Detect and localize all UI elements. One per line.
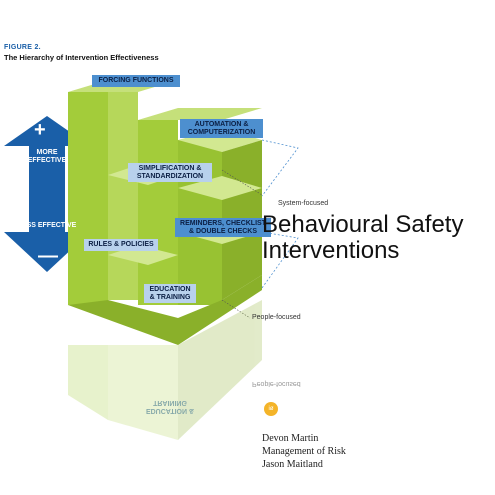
system-leader (221, 169, 263, 196)
publisher-badge: iø (264, 402, 278, 416)
reflection-people-label: People-focused (252, 380, 301, 387)
reflection-education-label: EDUCATION & TRAINING (145, 399, 195, 414)
box-education-training: EDUCATION & TRAINING (144, 284, 196, 303)
box-rules-policies: RULES & POLICIES (84, 239, 158, 251)
people-focused-label: People-focused (252, 314, 301, 321)
structure-step-2-top (138, 108, 262, 120)
guide-line-bottom (261, 231, 299, 289)
minus-sign: — (38, 245, 58, 267)
credits-block: Devon Martin Management of Risk Jason Ma… (262, 432, 346, 471)
box-automation: AUTOMATION & COMPUTERIZATION (180, 119, 263, 138)
credit-subtitle: Management of Risk (262, 446, 346, 457)
figure-title: The Hierarchy of Intervention Effectiven… (4, 53, 159, 62)
less-effective-label: LESS EFFECTIVE (17, 222, 77, 229)
structure-upper (108, 92, 138, 300)
structure-left-column (68, 92, 108, 305)
credit-author-2: Jason Maitland (262, 459, 323, 470)
more-effective-label: MORE EFFECTIVE (27, 149, 67, 164)
box-reminders: REMINDERS, CHECKLIST & DOUBLE CHECKS (175, 218, 271, 237)
system-focused-label: System-focused (278, 200, 329, 207)
structure-reflection (68, 300, 262, 440)
structure-base (68, 275, 262, 345)
figure-label: FIGURE 2. (4, 44, 41, 51)
guide-line-top (261, 139, 299, 197)
structure-step-2 (138, 120, 178, 305)
credit-author-1: Devon Martin (262, 433, 319, 444)
plus-sign: + (34, 119, 46, 141)
people-leader (221, 299, 251, 319)
overlay-title: Behavioural Safety Interventions (262, 211, 464, 264)
box-simplification: SIMPLIFICATION & STANDARDIZATION (128, 163, 212, 182)
box-forcing-functions: FORCING FUNCTIONS (92, 75, 180, 87)
